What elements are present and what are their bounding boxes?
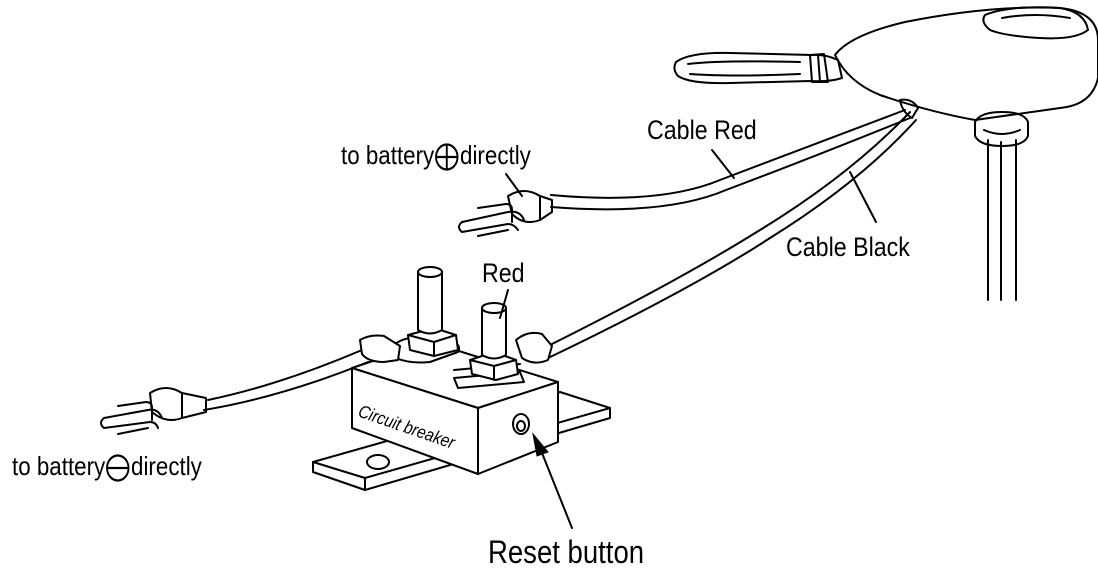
tiller-collar	[809, 53, 829, 83]
motor-head-body	[834, 6, 1098, 121]
leader-cable-red	[711, 149, 735, 179]
label-cable-red: Cable Red	[647, 115, 757, 145]
leader-red	[499, 289, 509, 319]
label-red: Red	[482, 258, 525, 288]
reset-arrowhead	[532, 432, 549, 457]
label-reset-button: Reset button	[488, 534, 645, 570]
stud-left	[359, 266, 461, 364]
head-top-panel	[982, 6, 1089, 40]
motor-shaft	[987, 139, 1017, 301]
cable-black	[549, 111, 911, 346]
minus-in-circle-icon	[106, 454, 130, 482]
cable-red	[550, 109, 906, 199]
positive-terminal	[458, 190, 553, 237]
tiller-handle	[673, 51, 843, 85]
plate-hole	[366, 454, 390, 470]
leader-cable-black	[849, 171, 877, 223]
plus-in-circle-icon	[435, 143, 459, 171]
stud-right	[453, 302, 553, 389]
leader-positive	[505, 173, 523, 197]
negative-terminal	[100, 387, 207, 435]
leader-reset	[539, 447, 573, 529]
cable-negative	[207, 349, 363, 401]
label-cable-black: Cable Black	[786, 232, 910, 262]
motor-head	[673, 6, 1098, 301]
circuit-breaker	[351, 341, 559, 475]
shaft-collar	[974, 111, 1029, 147]
